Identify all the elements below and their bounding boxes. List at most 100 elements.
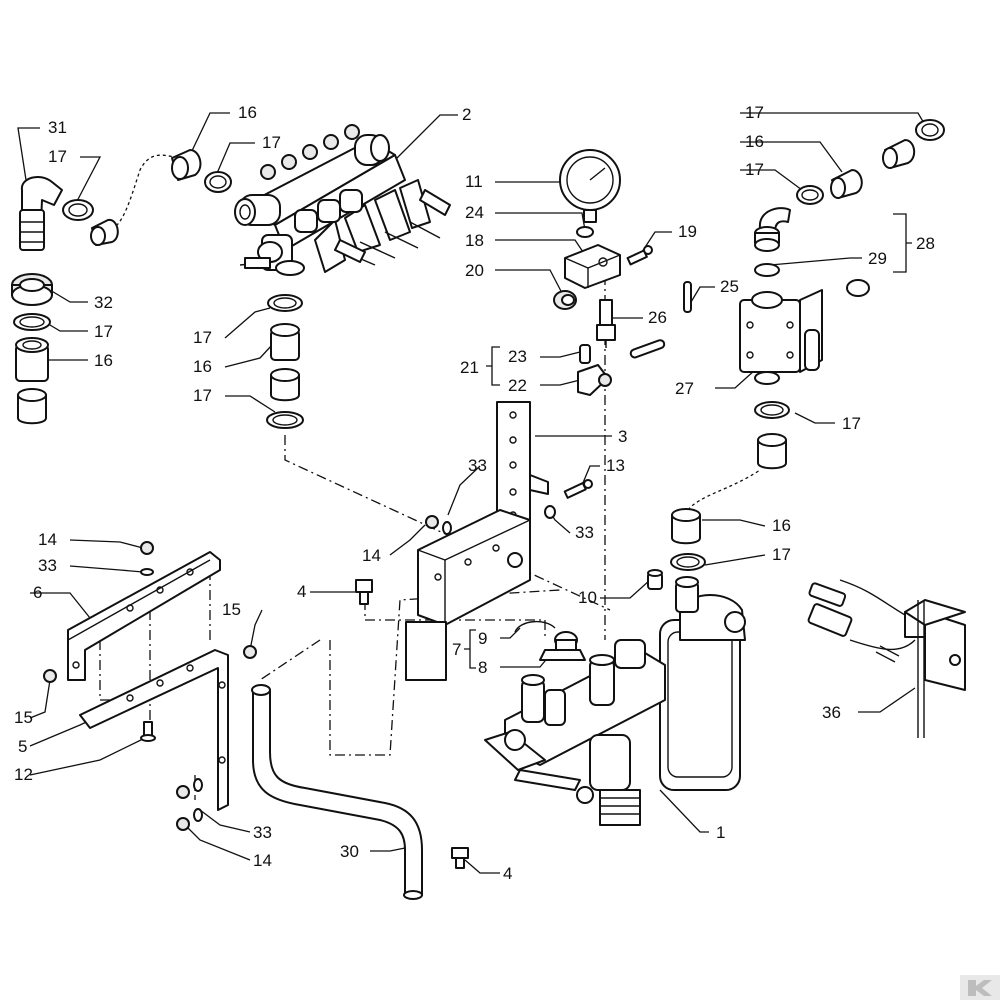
callout-17: 17 xyxy=(772,545,791,564)
part-bolt-13 xyxy=(563,479,593,499)
part-hose-clamp-17-right-mid xyxy=(670,553,706,571)
callout-14: 14 xyxy=(38,530,57,549)
part-mounting-plate xyxy=(405,509,531,681)
part-hose-16-right-mid xyxy=(671,508,701,545)
callout-labels: 31 17 16 17 2 17 16 17 11 24 18 19 20 25… xyxy=(14,103,935,883)
part-knob-20 xyxy=(553,290,577,310)
callout-31: 31 xyxy=(48,118,67,137)
callout-1: 1 xyxy=(716,823,725,842)
part-hose-16-left xyxy=(15,337,49,425)
callout-26: 26 xyxy=(648,308,667,327)
callout-18: 18 xyxy=(465,231,484,250)
part-bolt-12 xyxy=(140,721,156,742)
callout-3: 3 xyxy=(618,427,627,446)
callout-14: 14 xyxy=(253,851,272,870)
callout-9: 9 xyxy=(478,629,487,648)
part-bolt-4-upper xyxy=(355,579,373,605)
callout-7: 7 xyxy=(452,640,461,659)
part-bolt-4-lower xyxy=(451,847,469,869)
callout-17: 17 xyxy=(262,133,281,152)
part-bracket-5 xyxy=(79,649,229,811)
part-connector-rod xyxy=(629,339,666,359)
part-pressure-gauge-11 xyxy=(559,149,621,223)
part-cap-10 xyxy=(647,569,663,590)
callout-28: 28 xyxy=(916,234,935,253)
callout-17: 17 xyxy=(193,328,212,347)
callout-15: 15 xyxy=(14,708,33,727)
part-hose-16-top-right xyxy=(830,139,916,199)
part-valve-manifold-2 xyxy=(234,124,451,276)
callout-36: 36 xyxy=(822,703,841,722)
part-fitting-26 xyxy=(596,299,616,348)
callout-20: 20 xyxy=(465,261,484,280)
callout-25: 25 xyxy=(720,277,739,296)
callout-2: 2 xyxy=(462,105,471,124)
callout-16: 16 xyxy=(238,103,257,122)
part-nut-32 xyxy=(11,273,53,306)
part-nut-14-left xyxy=(140,541,154,555)
callout-29: 29 xyxy=(868,249,887,268)
callout-27: 27 xyxy=(675,379,694,398)
callout-16: 16 xyxy=(745,132,764,151)
part-hose-16-top xyxy=(171,149,202,181)
part-washer-33-right xyxy=(544,505,556,519)
callout-17: 17 xyxy=(94,322,113,341)
callout-16: 16 xyxy=(94,351,113,370)
callout-22: 22 xyxy=(508,376,527,395)
callout-33: 33 xyxy=(253,823,272,842)
part-pump-assembly-1 xyxy=(484,576,746,826)
callout-10: 10 xyxy=(578,588,597,607)
callout-14: 14 xyxy=(362,546,381,565)
part-hose-clamp-17-right-lower xyxy=(754,401,790,419)
braces-21-7 xyxy=(464,213,912,669)
part-bracket-6 xyxy=(67,551,221,681)
part-pin-25 xyxy=(683,281,692,313)
callout-17: 17 xyxy=(745,103,764,122)
callout-23: 23 xyxy=(508,347,527,366)
part-gauge-bracket-18 xyxy=(564,244,621,289)
part-hose-clamp-17-mid-upper xyxy=(267,294,303,312)
callout-16: 16 xyxy=(193,357,212,376)
part-nuts-washers-lower xyxy=(176,778,203,831)
callout-33: 33 xyxy=(38,556,57,575)
callout-17: 17 xyxy=(842,414,861,433)
part-hose-16-top-left xyxy=(90,218,119,246)
callout-4: 4 xyxy=(503,864,512,883)
part-elbow-fitting-31 xyxy=(19,175,63,251)
part-clip-9-and-8 xyxy=(514,621,586,661)
part-seal-24 xyxy=(576,226,594,238)
callout-33: 33 xyxy=(575,523,594,542)
callout-13: 13 xyxy=(606,456,625,475)
callout-21: 21 xyxy=(460,358,479,377)
callout-30: 30 xyxy=(340,842,359,861)
part-hose-16-mid xyxy=(270,323,300,402)
callout-32: 32 xyxy=(94,293,113,312)
part-elbow-22 xyxy=(577,364,612,396)
part-tube-23 xyxy=(579,344,591,364)
callout-17: 17 xyxy=(48,147,67,166)
part-sensor-36 xyxy=(807,579,966,738)
callout-24: 24 xyxy=(465,203,484,222)
part-hose-clamp-17-mid-lower xyxy=(266,411,304,429)
callout-11: 11 xyxy=(465,172,483,191)
callout-12: 12 xyxy=(14,765,33,784)
part-bolt-19 xyxy=(626,245,653,266)
callout-17: 17 xyxy=(193,386,212,405)
callout-17: 17 xyxy=(745,160,764,179)
corner-logo-mark xyxy=(960,975,1000,1000)
callout-16: 16 xyxy=(772,516,791,535)
part-nut-15-left xyxy=(43,669,57,683)
callout-33: 33 xyxy=(468,456,487,475)
part-hose-16-right-lower xyxy=(757,433,787,470)
leader-lines xyxy=(17,112,929,874)
part-washer-33-left xyxy=(140,568,154,576)
part-nut-15-right xyxy=(243,645,257,659)
part-o-ring-29 xyxy=(754,263,780,277)
part-hose-clamp-17-top-left xyxy=(62,199,94,221)
callout-6: 6 xyxy=(33,583,42,602)
callout-19: 19 xyxy=(678,222,697,241)
part-valve-body-27 xyxy=(739,279,870,385)
part-hose-clamp-17-top xyxy=(204,171,232,193)
callout-5: 5 xyxy=(18,737,27,756)
part-hose-clamp-17-right xyxy=(796,185,824,205)
